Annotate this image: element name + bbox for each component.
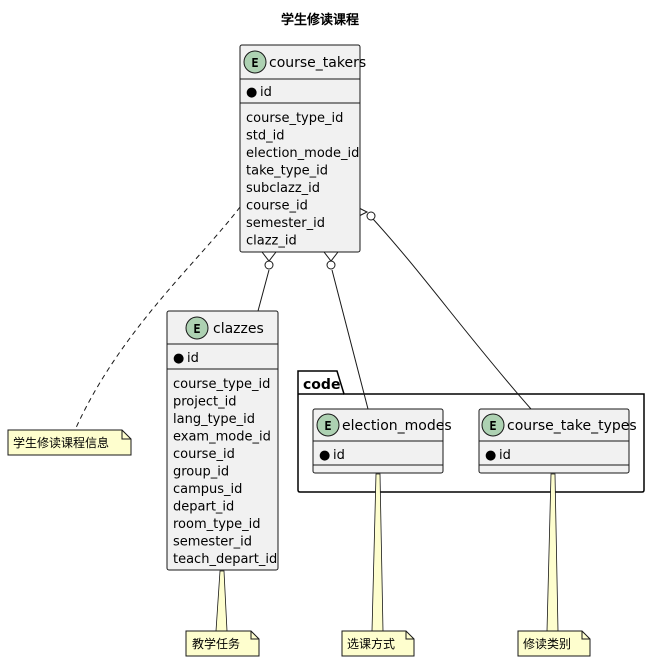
field-take-type-id: take_type_id — [246, 164, 328, 179]
field-std-id: std_id — [246, 129, 285, 144]
crowfoot-icon — [261, 251, 277, 262]
entity-glyph: E — [193, 322, 200, 336]
relation-line-election-modes — [331, 269, 369, 410]
entity-name: clazzes — [213, 321, 264, 337]
relation-line-course-take-types — [372, 218, 532, 410]
note-election-modes: 选课方式 — [341, 630, 415, 657]
entity-icon — [243, 50, 267, 74]
field-group-id: group_id — [173, 465, 229, 480]
field-clazz-id: clazz_id — [246, 234, 297, 249]
key-field: id — [499, 448, 511, 463]
entity-glyph: E — [324, 419, 331, 433]
crowfoot-icon — [358, 207, 369, 217]
entity-name: course_takers — [269, 55, 366, 71]
field-subclazz-id: subclazz_id — [246, 181, 320, 196]
field-project-id: project_id — [173, 395, 236, 410]
note-clazzes: 教学任务 — [185, 630, 260, 657]
note-text: 教学任务 — [192, 636, 240, 651]
field-course-id: course_id — [173, 447, 235, 462]
field-campus-id: campus_id — [173, 482, 242, 497]
entity-course-take-types[interactable]: E course_take_types ● id — [478, 408, 637, 474]
package-code: code — [297, 370, 645, 493]
key-bullet: ● — [246, 85, 257, 100]
field-list: course_type_id std_id election_mode_idtake… — [246, 111, 359, 249]
note-text: 选课方式 — [347, 636, 395, 651]
zero-circle-icon — [264, 260, 274, 270]
note-course-takers: 学生修读课程信息 — [7, 429, 132, 456]
field-list: course_type_id project_id lang_type_idexam… — [173, 377, 277, 567]
key-bullet: ● — [173, 351, 184, 366]
entity-icon — [316, 413, 340, 437]
field-depart-id: depart_id — [173, 500, 234, 515]
note-text: 学生修读课程信息 — [13, 435, 109, 450]
entity-course-takers[interactable]: E course_takers ● id course_type_id std_i… — [239, 44, 366, 253]
entity-name: election_modes — [342, 418, 452, 434]
field-lang-type-id: lang_type_id — [173, 412, 255, 427]
relationships — [257, 207, 532, 410]
diagram-title: 学生修读课程 — [281, 12, 359, 28]
note-course-take-types: 修读类别 — [517, 630, 591, 657]
zero-circle-icon — [326, 260, 336, 270]
field-semester-id: semester_id — [173, 535, 252, 550]
key-field: id — [187, 351, 199, 366]
field-teach-depart-id: teach_depart_id — [173, 552, 277, 567]
entity-icon — [185, 316, 209, 340]
zero-circle-icon — [366, 211, 376, 221]
entity-glyph: E — [489, 419, 496, 433]
key-bullet: ● — [319, 448, 330, 463]
key-field: id — [260, 85, 272, 100]
key-field: id — [333, 448, 345, 463]
field-election-mode-id: election_mode_id — [246, 146, 359, 161]
entity-clazzes[interactable]: E clazzes ● id course_type_id project_idl… — [166, 310, 279, 571]
field-course-type-id: course_type_id — [246, 111, 343, 126]
field-semester-id: semester_id — [246, 216, 325, 231]
relation-line-clazzes — [257, 269, 270, 312]
field-room-type-id: room_type_id — [173, 517, 261, 532]
field-course-type-id: course_type_id — [173, 377, 270, 392]
field-exam-mode-id: exam_mode_id — [173, 430, 271, 445]
field-course-id: course_id — [246, 199, 308, 214]
key-bullet: ● — [485, 448, 496, 463]
entity-icon — [481, 413, 505, 437]
note-text: 修读类别 — [523, 636, 571, 651]
crowfoot-icon — [323, 251, 339, 262]
package-label: code — [303, 377, 340, 393]
entity-election-modes[interactable]: E election_modes ● id — [312, 408, 452, 474]
note-connectors — [74, 206, 559, 632]
entity-glyph: E — [251, 56, 258, 70]
entity-name: course_take_types — [507, 418, 637, 434]
